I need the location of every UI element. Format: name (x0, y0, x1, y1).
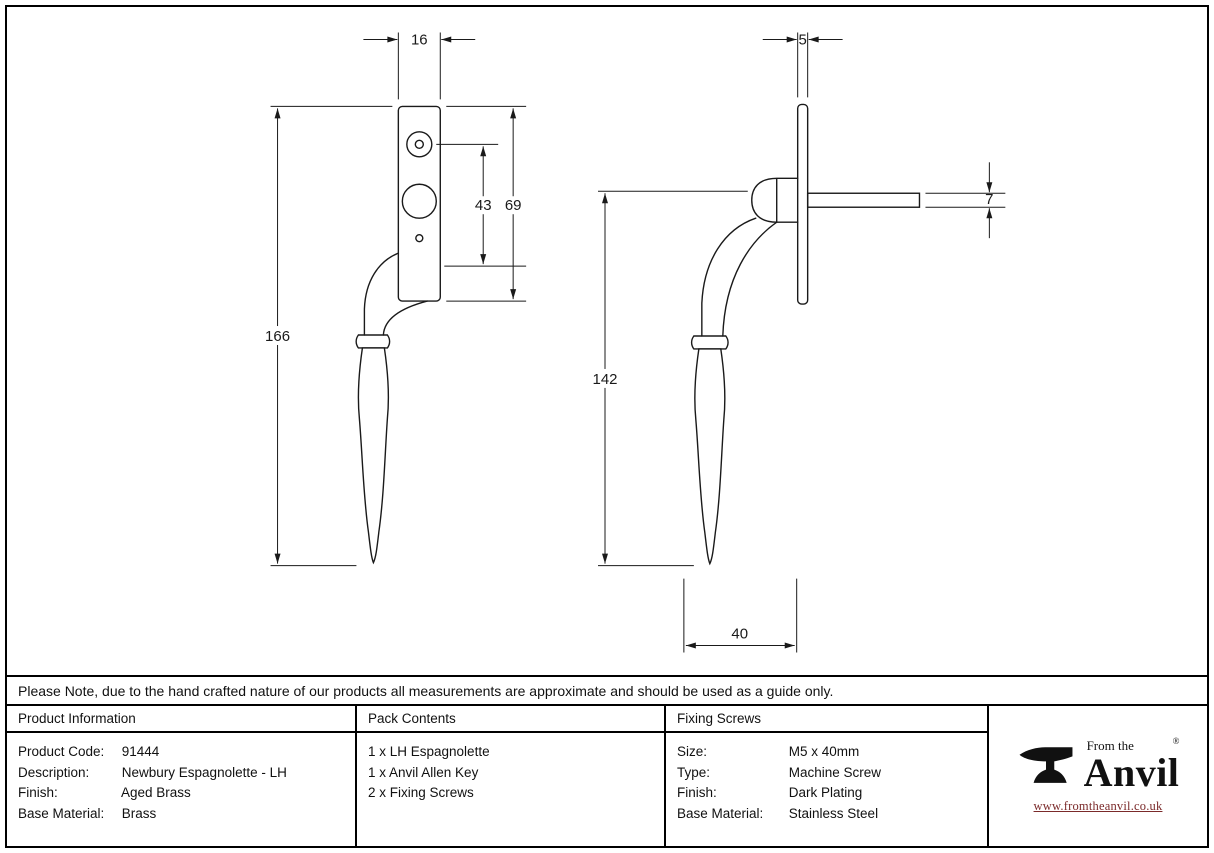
table-row: Type: Machine Screw (677, 763, 976, 784)
screw-type-value: Machine Screw (788, 764, 882, 780)
front-grip (357, 347, 390, 565)
dim-spindle-height: 7 (985, 191, 993, 208)
info-table: Product Information Product Code: 91444 … (7, 706, 1207, 846)
product-code-label: Product Code: (18, 744, 105, 759)
side-neck-right-edge (722, 221, 778, 337)
dim-overall-height: 166 (265, 328, 290, 345)
screw-size-label: Size: (677, 744, 708, 759)
table-row: Base Material: Brass (18, 804, 344, 825)
dim-handle-drop: 142 (593, 371, 618, 388)
front-backplate (397, 105, 441, 302)
list-item: 1 x Anvil Allen Key (368, 764, 479, 780)
sheet-border: 16 166 43 69 5 7 142 40 Please Note, due… (5, 5, 1209, 848)
front-allen-hole-outer (406, 131, 433, 158)
front-view (355, 105, 441, 565)
screw-base-material-value: Stainless Steel (788, 805, 879, 821)
product-information-header: Product Information (7, 706, 355, 733)
finish-label: Finish: (18, 785, 58, 800)
screw-finish-label: Finish: (677, 785, 717, 800)
brand-tagline: From the (1086, 738, 1134, 753)
description-label: Description: (18, 764, 90, 780)
brand-logo: From the ® Anvil (1017, 736, 1180, 795)
screw-type-label: Type: (677, 764, 711, 780)
anvil-icon (1019, 746, 1073, 783)
side-pivot-knob (751, 177, 799, 223)
front-pivot-boss (401, 183, 437, 219)
table-row: Finish: Dark Plating (677, 783, 976, 804)
table-row: Product Code: 91444 (18, 742, 344, 763)
fixing-screws-section: Fixing Screws Size: M5 x 40mm Type: Mach… (666, 706, 989, 846)
screw-finish-value: Dark Plating (788, 785, 863, 800)
list-item: 1 x LH Espagnolette (368, 744, 490, 759)
side-view-dimension-lines (598, 32, 1006, 653)
dim-hole-spacing: 43 (475, 197, 492, 214)
front-allen-hole-inner (414, 139, 425, 150)
fixing-screws-header: Fixing Screws (666, 706, 987, 733)
fixing-screws-body: Size: M5 x 40mm Type: Machine Screw Fini… (666, 733, 987, 833)
table-row: Base Material: Stainless Steel (677, 804, 976, 825)
finish-value: Aged Brass (121, 785, 191, 800)
description-value: Newbury Espagnolette - LH (121, 764, 287, 780)
screw-base-material-label: Base Material: (677, 805, 764, 821)
list-item: 2 x Fixing Screws (368, 785, 474, 800)
front-collar (355, 334, 391, 349)
pack-contents-section: Pack Contents 1 x LH Espagnolette 1 x An… (357, 706, 666, 846)
table-row: Size: M5 x 40mm (677, 742, 976, 763)
side-neck-left-edge (701, 217, 757, 337)
brand-wordmark: From the ® Anvil (1083, 736, 1180, 795)
product-code-value: 91444 (121, 744, 160, 759)
technical-drawing: 16 166 43 69 5 7 142 40 (259, 31, 1006, 653)
base-material-value: Brass (121, 805, 157, 821)
product-information-section: Product Information Product Code: 91444 … (7, 706, 357, 846)
dim-plate-width: 16 (411, 31, 428, 48)
brand-url: www.fromtheanvil.co.uk (1033, 799, 1163, 813)
note-bar: Please Note, due to the hand crafted nat… (7, 675, 1207, 706)
side-grip (694, 348, 726, 566)
front-neck-right-edge (382, 300, 428, 336)
brand-logo-cell: From the ® Anvil www.fromtheanvil.co.uk (989, 706, 1207, 846)
brand-name: Anvil (1083, 750, 1180, 795)
table-row: Finish: Aged Brass (18, 783, 344, 804)
registered-trademark-symbol: ® (1172, 736, 1180, 746)
side-backplate (796, 103, 809, 305)
side-collar (690, 335, 729, 350)
side-spindle (806, 192, 921, 208)
note-text: Please Note, due to the hand crafted nat… (18, 682, 834, 699)
dim-plate-thickness: 5 (799, 31, 807, 48)
base-material-label: Base Material: (18, 805, 105, 821)
dim-projection: 40 (731, 626, 748, 643)
pack-contents-body: 1 x LH Espagnolette 1 x Anvil Allen Key … (357, 733, 664, 813)
dimension-labels: 16 166 43 69 5 7 142 40 (259, 31, 997, 643)
front-neck-left-edge (363, 252, 400, 336)
front-screw-hole (415, 233, 424, 243)
product-information-body: Product Code: 91444 Description: Newbury… (7, 733, 355, 833)
table-row: Description: Newbury Espagnolette - LH (18, 763, 344, 784)
dim-plate-height: 69 (505, 197, 522, 214)
screw-size-value: M5 x 40mm (788, 744, 860, 759)
pack-contents-header: Pack Contents (357, 706, 664, 733)
side-view (690, 103, 921, 566)
